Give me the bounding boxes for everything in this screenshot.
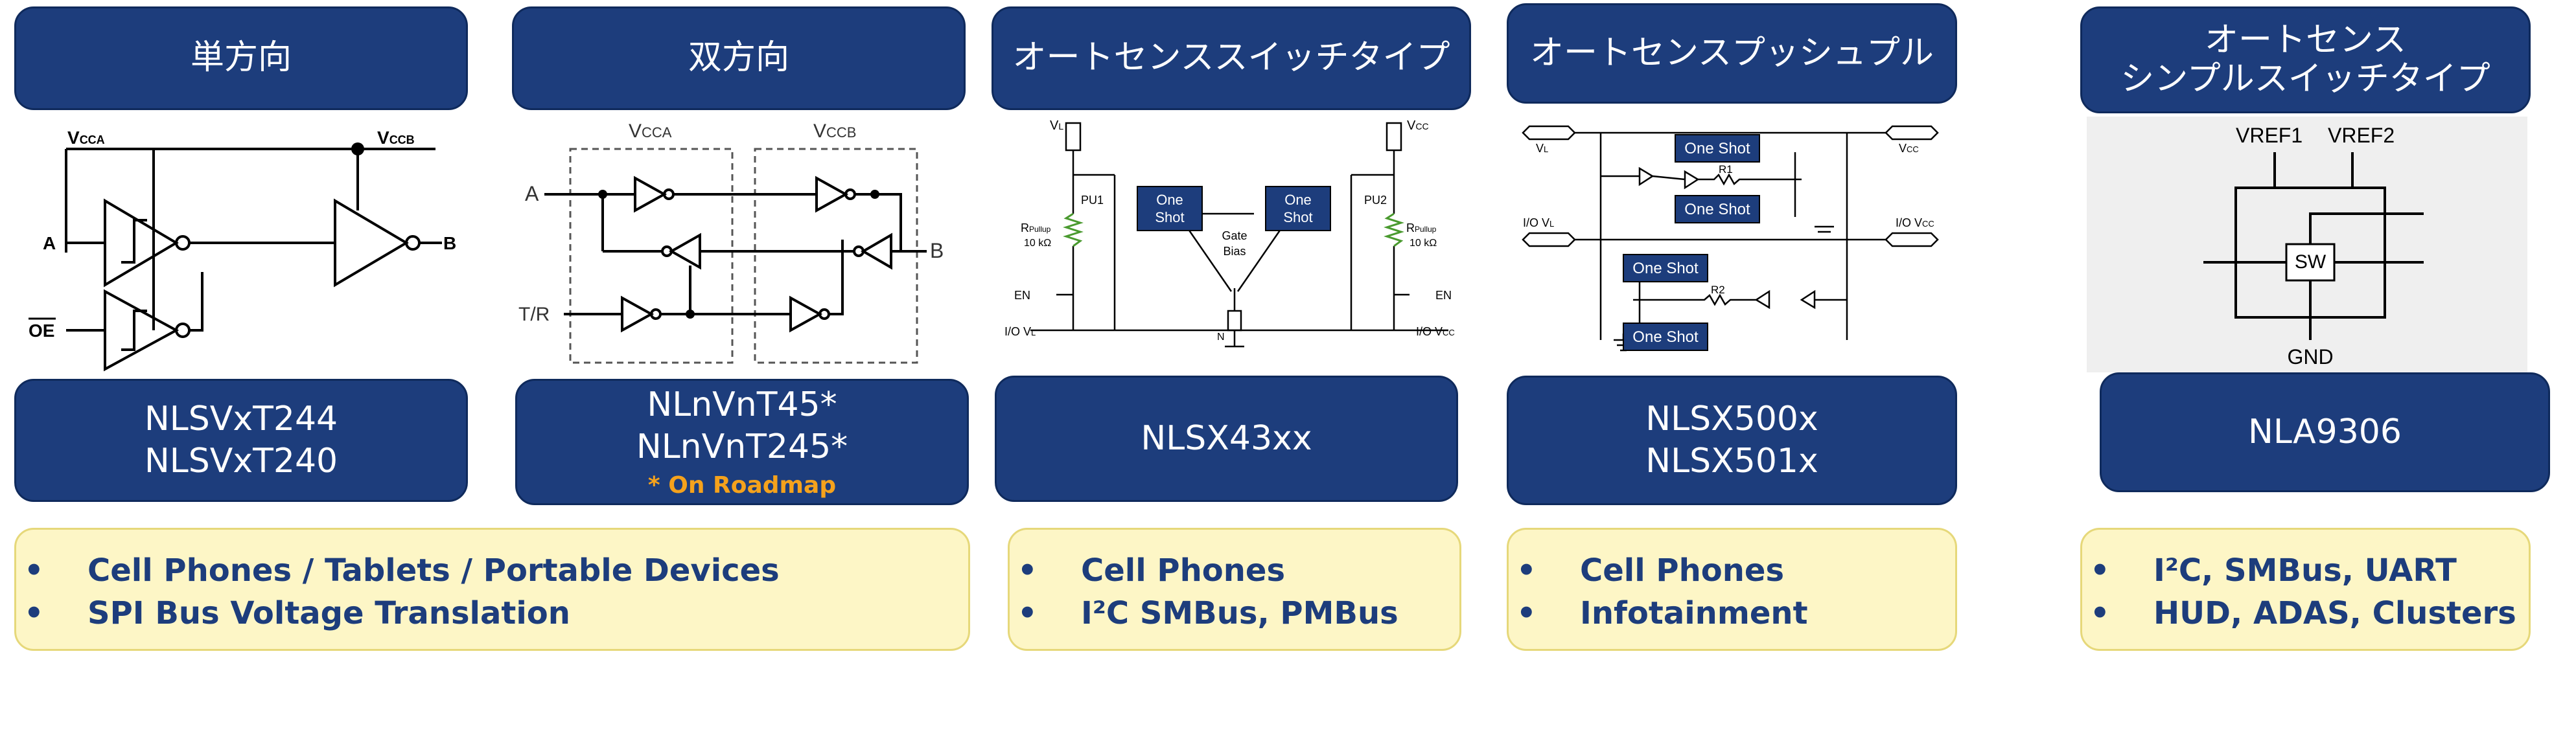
application-item: Cell Phones: [1509, 549, 1955, 592]
resistor-value: 10 kΩ: [1024, 238, 1051, 249]
header-auto-sense-push-pull: オートセンスプッシュプル: [1507, 3, 1957, 104]
applications-auto-sense-switch: Cell Phones I²C SMBus, PMBus: [1008, 528, 1461, 651]
n-label: N: [1217, 332, 1225, 343]
applications-auto-sense-push-pull: Cell Phones Infotainment: [1507, 528, 1957, 651]
en-label: EN: [1014, 289, 1030, 302]
io-vl-label: I/O VL: [1004, 325, 1036, 338]
header-text: 双方向: [688, 38, 789, 78]
unidirectional-diagram: VCCA VCCB A OE B: [29, 128, 456, 372]
bidirectional-diagram: VCCA VCCB A T/R B: [518, 120, 944, 364]
vref2-label: VREF2: [2328, 124, 2395, 147]
pu2-label: PU2: [1364, 194, 1387, 207]
pin-tr-label: T/R: [518, 304, 550, 325]
pin-b-label: B: [443, 233, 456, 253]
vref1-label: VREF1: [2236, 124, 2303, 147]
en-label: EN: [1435, 289, 1452, 302]
one-shot-label: One Shot: [1632, 328, 1699, 346]
vcca-label: VCCA: [629, 120, 672, 142]
auto-sense-switch-diagram: One Shot One Shot VL VCC PU1 PU2 RPullup…: [1004, 119, 1455, 348]
applications-auto-sense-simple-switch: I²C, SMBus, UART HUD, ADAS, Clusters: [2080, 528, 2531, 651]
switch-box: [2285, 243, 2336, 282]
one-shot-label: Shot: [1155, 209, 1184, 225]
application-item: HUD, ADAS, Clusters: [2082, 592, 2529, 635]
part-numbers-auto-sense-push-pull: NLSX500x NLSX501x: [1507, 376, 1957, 505]
auto-sense-push-pull-diagram: One Shot One Shot One Shot One Shot R1 R…: [1522, 125, 1939, 352]
header-auto-sense-switch: オートセンススイッチタイプ: [992, 6, 1471, 110]
one-shot-label: One Shot: [1632, 260, 1699, 277]
part-number: NLSX43xx: [1141, 419, 1312, 458]
part-number: NLSX501x: [1645, 442, 1818, 481]
pin-a-label: A: [525, 182, 539, 205]
pu1-label: PU1: [1081, 194, 1104, 207]
applications-unidirectional: Cell Phones / Tablets / Portable Devices…: [14, 528, 970, 651]
part-number: NLSX500x: [1645, 400, 1818, 438]
part-numbers-bidirectional: NLnVnT45* NLnVnT245* * On Roadmap: [515, 379, 969, 505]
vl-label: VL: [1050, 119, 1063, 133]
part-number: NLSVxT244: [144, 400, 338, 438]
header-text: オートセンススイッチタイプ: [1012, 38, 1450, 78]
application-item: Cell Phones / Tablets / Portable Devices: [16, 549, 968, 592]
header-bidirectional: 双方向: [512, 6, 966, 110]
header-text: 単方向: [190, 38, 292, 78]
sw-label: SW: [2295, 251, 2327, 273]
part-numbers-unidirectional: NLSVxT244 NLSVxT240: [14, 379, 468, 502]
bias-label: Bias: [1223, 245, 1246, 258]
vccb-label: VCCB: [377, 128, 415, 148]
application-item: I²C SMBus, PMBus: [1010, 592, 1459, 635]
one-shot-label: One: [1284, 192, 1312, 208]
header-unidirectional: 単方向: [14, 6, 468, 110]
rpullup-label: RPullup: [1406, 221, 1437, 234]
vccb-label: VCCB: [813, 120, 856, 142]
part-number: NLA9306: [2248, 413, 2402, 451]
gnd-label: GND: [2287, 345, 2333, 368]
part-number: NLSVxT240: [144, 442, 338, 481]
gate-label: Gate: [1222, 229, 1247, 242]
application-item: Infotainment: [1509, 592, 1955, 635]
one-shot-label: One Shot: [1684, 140, 1750, 157]
vcca-label: VCCA: [67, 128, 105, 148]
pin-b-label: B: [930, 239, 944, 262]
resistor-value: 10 kΩ: [1410, 238, 1437, 249]
part-numbers-auto-sense-simple-switch: NLA9306: [2100, 372, 2550, 492]
io-vl-label: I/O VL: [1523, 216, 1554, 229]
vl-label: VL: [1536, 142, 1548, 155]
one-shot-label: One: [1156, 192, 1183, 208]
junction-dot: [351, 142, 364, 155]
header-text: オートセンス: [2205, 20, 2406, 60]
r1-label: R1: [1719, 163, 1733, 176]
header-text: シンプルスイッチタイプ: [2120, 59, 2490, 98]
header-text: オートセンスプッシュプル: [1530, 33, 1934, 73]
io-vcc-label: I/O VCC: [1896, 216, 1934, 229]
one-shot-label: Shot: [1283, 209, 1312, 225]
pin-oe-label: OE: [29, 321, 54, 341]
one-shot-label: One Shot: [1684, 201, 1750, 218]
io-vcc-label: I/O VCC: [1416, 325, 1455, 338]
vcc-label: VCC: [1407, 119, 1429, 133]
pin-a-label: A: [43, 233, 56, 253]
roadmap-note: * On Roadmap: [647, 472, 837, 499]
auto-sense-simple-switch-diagram: SW VREF1 VREF2 GND: [2203, 124, 2424, 368]
vcc-label: VCC: [1899, 142, 1919, 155]
r2-label: R2: [1711, 284, 1725, 296]
rpullup-label: RPullup: [1021, 221, 1051, 234]
part-numbers-auto-sense-switch: NLSX43xx: [995, 376, 1458, 502]
header-auto-sense-simple-switch: オートセンス シンプルスイッチタイプ: [2080, 6, 2531, 113]
application-item: SPI Bus Voltage Translation: [16, 592, 968, 635]
application-item: Cell Phones: [1010, 549, 1459, 592]
part-number: NLnVnT245*: [636, 427, 848, 466]
application-item: I²C, SMBus, UART: [2082, 549, 2529, 592]
part-number: NLnVnT45*: [647, 385, 837, 424]
